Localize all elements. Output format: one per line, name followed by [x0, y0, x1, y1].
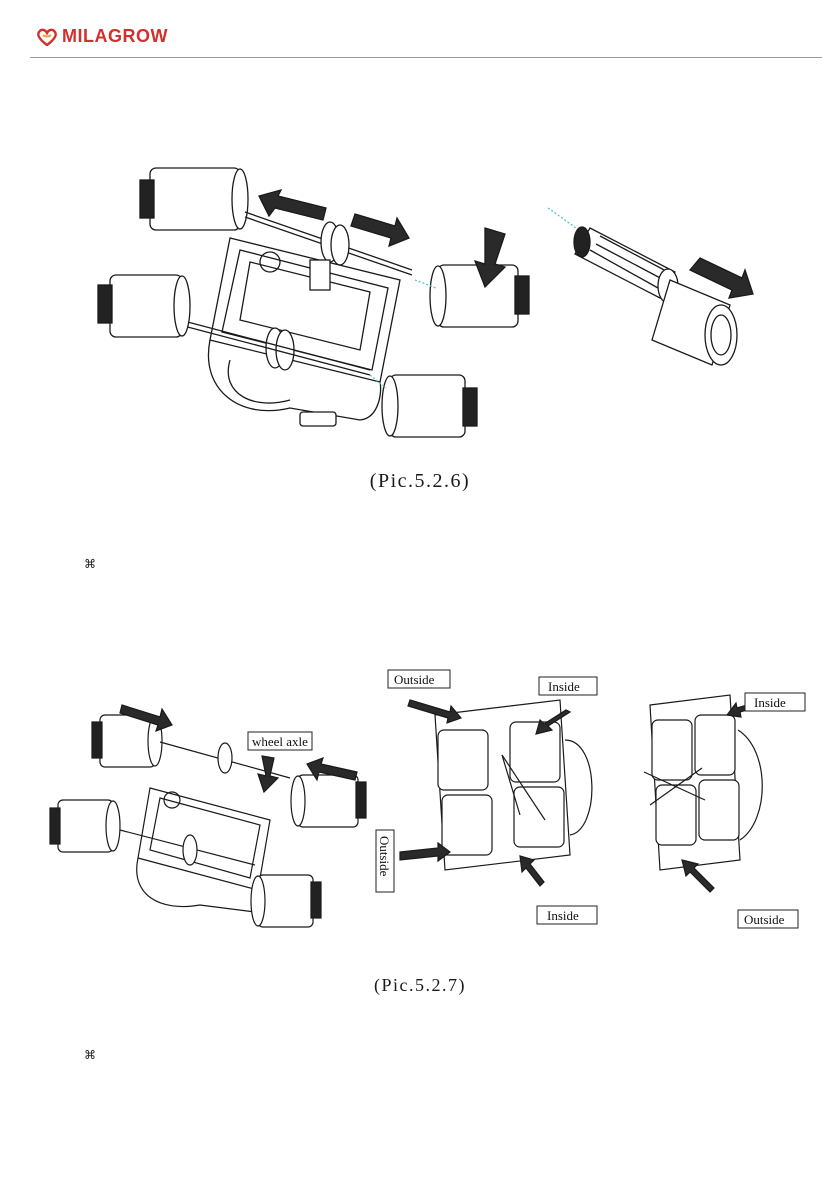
svg-text:wheel axle: wheel axle	[252, 734, 308, 749]
diagram-roller-disassembly	[70, 150, 790, 450]
robot-chassis	[208, 238, 400, 426]
figure-caption: (Pic.5.2.6)	[0, 470, 840, 493]
svg-text:Inside: Inside	[754, 695, 786, 710]
svg-text:Outside: Outside	[394, 672, 435, 687]
page-header: MILAGROW	[0, 0, 840, 60]
label-inside-top: Inside	[539, 677, 597, 695]
brand-name: MILAGROW	[62, 26, 168, 47]
label-wheel-axle: wheel axle	[248, 732, 312, 750]
svg-text:Outside: Outside	[744, 912, 785, 927]
label-outside-top: Outside	[388, 670, 450, 688]
brand-logo: MILAGROW	[36, 26, 168, 47]
roller-correct-orientation	[400, 700, 592, 886]
figure-caption-2: (Pic.5.2.7)	[0, 975, 840, 996]
label-inside-right: Inside	[745, 693, 805, 711]
bullet-icon: ⌘	[84, 557, 96, 571]
arrow-left	[259, 190, 326, 220]
label-outside-side: Outside	[376, 830, 394, 892]
roller-wrong-orientation	[644, 695, 780, 892]
arrow-right	[351, 214, 409, 246]
header-divider	[30, 57, 822, 58]
brush-and-sleeve	[574, 227, 737, 365]
bullet-icon-2: ⌘	[84, 1048, 96, 1062]
roller-top-left	[140, 168, 248, 230]
roller-install-left	[50, 705, 366, 927]
label-inside-bottom: Inside	[537, 906, 597, 924]
svg-text:Outside: Outside	[377, 836, 392, 877]
label-outside-bottom: Outside	[738, 910, 798, 928]
diagram-roller-installation: wheel axle Outside Inside Outside Inside…	[40, 660, 820, 935]
svg-text:Inside: Inside	[548, 679, 580, 694]
heart-swirl-icon	[36, 28, 58, 46]
svg-text:Inside: Inside	[547, 908, 579, 923]
